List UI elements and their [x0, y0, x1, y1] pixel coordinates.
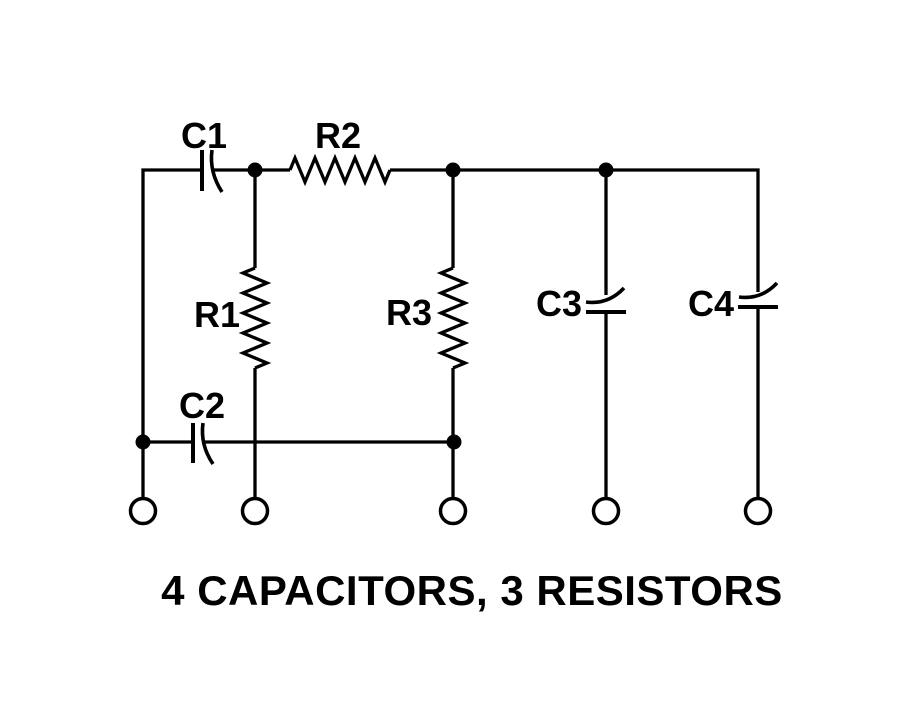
capacitor-c1: C1	[181, 115, 227, 193]
resistor-r3: R3	[386, 266, 470, 370]
terminals	[128, 496, 773, 526]
junction-dot	[247, 162, 263, 178]
r2-zigzag	[288, 153, 392, 187]
capacitor-c4: C4	[688, 281, 779, 324]
junction-dots	[135, 162, 614, 450]
r1-zigzag	[238, 266, 272, 370]
c4-plate-curved	[738, 281, 779, 300]
component-label-c2: C2	[179, 385, 225, 426]
component-label-r1: R1	[194, 294, 240, 335]
terminal-circle	[438, 496, 468, 526]
wire-top-left	[141, 168, 201, 442]
r3-zigzag	[436, 266, 470, 370]
component-label-c3: C3	[536, 283, 582, 324]
component-label-c4: C4	[688, 283, 734, 324]
c2-plate-curved	[200, 422, 215, 466]
capacitor-c2: C2	[179, 385, 225, 466]
terminal-circle	[128, 496, 158, 526]
resistor-r1: R1	[194, 266, 272, 370]
component-label-r3: R3	[386, 292, 432, 333]
component-label-r2: R2	[315, 115, 361, 156]
wires	[141, 168, 760, 498]
terminal-circle	[240, 496, 270, 526]
terminal-circle	[591, 496, 621, 526]
c1-plate-curved	[209, 149, 224, 193]
capacitor-c3: C3	[536, 283, 626, 324]
wire-top-right	[390, 168, 760, 292]
resistor-r2: R2	[288, 115, 392, 187]
junction-dot	[598, 162, 614, 178]
component-label-c1: C1	[181, 115, 227, 156]
diagram-caption: 4 CAPACITORS, 3 RESISTORS	[161, 567, 783, 614]
junction-dot	[446, 434, 462, 450]
c3-plate-curved	[585, 286, 626, 305]
junction-dot	[135, 434, 151, 450]
terminal-circle	[743, 496, 773, 526]
junction-dot	[445, 162, 461, 178]
